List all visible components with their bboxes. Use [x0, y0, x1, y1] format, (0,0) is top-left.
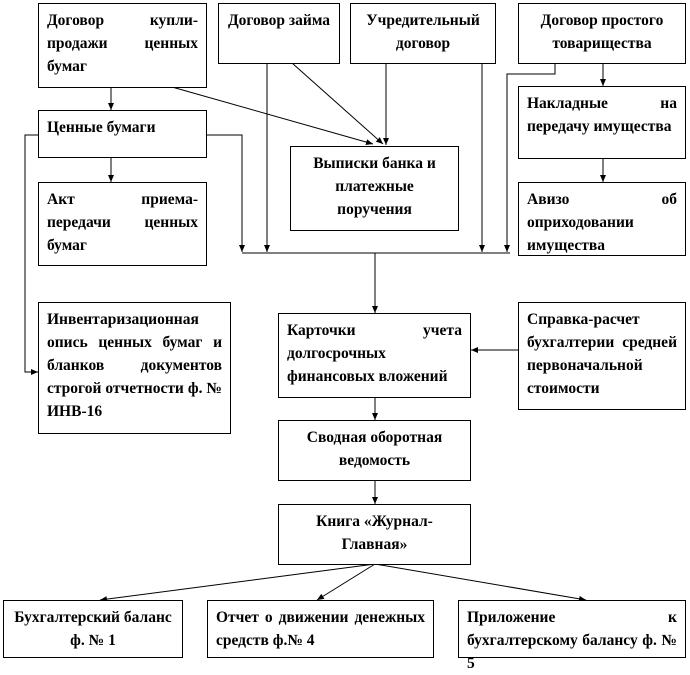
node-founding-contract: Учредительный договор: [350, 3, 496, 64]
arrow-partnership-to-bus: [504, 63, 556, 252]
node-reference-calc: Справка-расчет бухгалтерии средней перво…: [518, 302, 686, 410]
arrow-journal-to-appendix: [374, 563, 587, 602]
arrow-journal-to-balance: [99, 563, 376, 603]
node-transfer-act: Акт приема-передачи ценных бумаг: [38, 182, 207, 266]
node-cards: Карточки учета долгосрочных финансовых в…: [278, 313, 471, 398]
node-inventory: Инвентаризационная опись ценных бумаг и …: [38, 302, 231, 434]
arrow-loan-to-bank: [291, 62, 384, 145]
node-sale-contract: Договор купли-продажи ценных бумаг: [38, 3, 207, 88]
arrow-securities-to-bus: [206, 134, 245, 252]
node-cash-flow: Отчет о движении денежных средств ф.№ 4: [207, 600, 434, 658]
node-turnover-sheet: Сводная оборотная ведомость: [278, 420, 471, 481]
node-advice-note: Авизо об оприходовании имущества: [518, 182, 686, 256]
node-partnership-contract: Договор простого товарищества: [518, 3, 686, 64]
node-securities: Ценные бумаги: [38, 110, 207, 158]
node-bank-statements: Выписки банка и платежные поручения: [290, 146, 459, 231]
node-balance: Бухгалтерский баланс ф. № 1: [3, 600, 183, 658]
node-waybills: Накладные на передачу имущества: [518, 86, 686, 159]
arrow-journal-to-cashflow: [316, 563, 376, 601]
node-balance-appendix: Приложение к бухгалтерскому балансу ф. №…: [458, 600, 686, 672]
arrow-sale-to-bank: [171, 86, 374, 145]
arrow-securities-to-inventory: [24, 134, 38, 375]
node-loan-contract: Договор займа: [218, 3, 340, 64]
node-journal: Книга «Журнал-Главная»: [278, 504, 471, 565]
